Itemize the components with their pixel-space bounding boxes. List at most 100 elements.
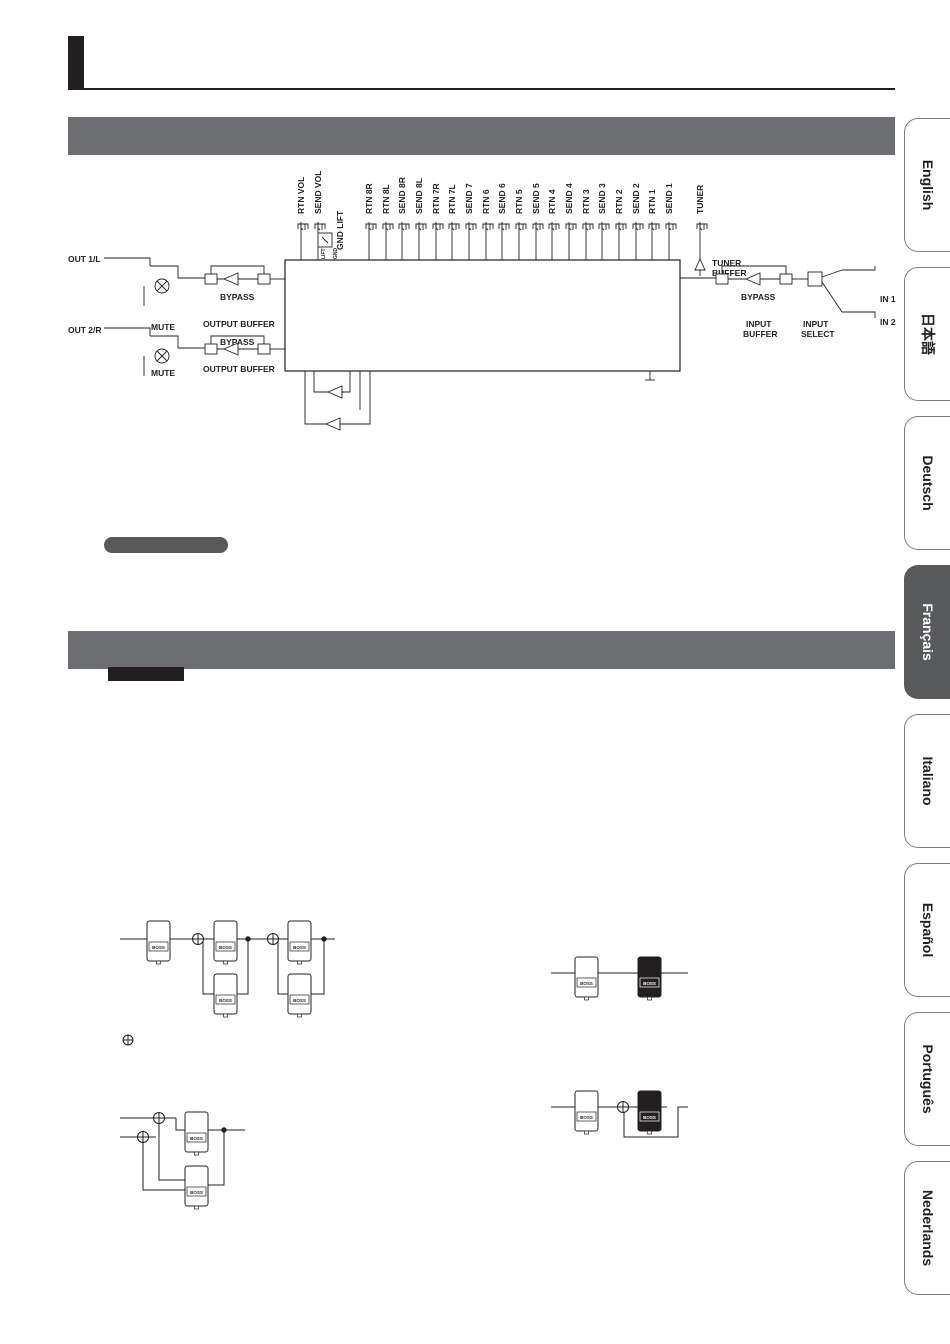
jack-label: SEND 2 — [631, 183, 641, 214]
jack-icon — [297, 223, 309, 231]
tab-italiano[interactable]: Italiano — [904, 714, 950, 848]
jack-label: RTN 5 — [514, 189, 524, 214]
in1-label: IN 1 — [880, 294, 896, 304]
jack-label: TUNER — [695, 185, 705, 214]
lift-label: LIFT — [321, 248, 327, 259]
gnd-label: GND — [333, 248, 339, 260]
jack-label: RTN 8L — [381, 184, 391, 214]
jack-label: SEND 8R — [397, 177, 407, 214]
tab-deutsch[interactable]: Deutsch — [904, 416, 950, 550]
input-select-switch — [807, 271, 823, 287]
jack-label: RTN 1 — [647, 189, 657, 214]
jack-label: SEND 7 — [464, 183, 474, 214]
pedal-brand-label: BOSS — [190, 1190, 203, 1195]
jack-icon — [548, 223, 560, 231]
jack-icon — [696, 223, 708, 231]
effect-pedal: BOSS — [213, 973, 238, 1018]
effect-pedal-active: BOSS — [637, 1090, 662, 1135]
effect-pedal: BOSS — [213, 920, 238, 965]
jack-icon — [632, 223, 644, 231]
effect-pedal: BOSS — [287, 973, 312, 1018]
tuner-buffer-label-2: BUFFER — [712, 268, 746, 278]
mute-2-label: MUTE — [151, 368, 175, 378]
output-buffer-1-label: OUTPUT BUFFER — [203, 319, 275, 329]
jack-label: SEND 3 — [597, 183, 607, 214]
jack-icon — [532, 223, 544, 231]
jack-icon — [598, 223, 610, 231]
jack-label: RTN 3 — [581, 189, 591, 214]
effect-pedal: BOSS — [574, 956, 599, 1001]
tab-nederlands-label: Nederlands — [919, 1189, 936, 1267]
tuner-buffer-triangle — [694, 257, 706, 271]
tab-japanese[interactable]: 日本語 — [904, 267, 950, 401]
tab-english[interactable]: English — [904, 118, 950, 252]
jack-label: SEND VOL — [313, 171, 323, 214]
input-select-label-1: INPUT — [803, 319, 829, 329]
effect-pedal: BOSS — [287, 920, 312, 965]
pedal-brand-label: BOSS — [152, 945, 165, 950]
out2-label: OUT 2/R — [68, 325, 102, 335]
pedal-brand-label: BOSS — [190, 1136, 203, 1141]
chapter-rule — [68, 88, 895, 90]
main-processor-box — [284, 259, 681, 372]
tab-japanese-label: 日本語 — [919, 313, 936, 355]
input-buffer-label-2: BUFFER — [743, 329, 777, 339]
pedal-brand-label: BOSS — [293, 945, 306, 950]
jack-icon — [615, 223, 627, 231]
note-tag — [108, 667, 184, 681]
jack-icon — [515, 223, 527, 231]
effect-pedal: BOSS — [146, 920, 171, 965]
jack-icon — [648, 223, 660, 231]
jack-label: RTN 4 — [547, 189, 557, 214]
jack-icon — [565, 223, 577, 231]
pedal-brand-label: BOSS — [580, 1115, 593, 1120]
jack-icon — [582, 223, 594, 231]
jack-icon — [365, 223, 377, 231]
jack-icon — [398, 223, 410, 231]
jack-icon — [432, 223, 444, 231]
jack-icon — [498, 223, 510, 231]
jack-icon — [382, 223, 394, 231]
tab-francais[interactable]: Français — [904, 565, 950, 699]
tab-english-label: English — [919, 159, 936, 211]
jack-icon — [448, 223, 460, 231]
memo-pill — [104, 537, 228, 553]
bypass-label-out1: BYPASS — [220, 292, 255, 302]
pedal-brand-label: BOSS — [580, 981, 593, 986]
tuner-buffer-label-1: TUNER — [712, 258, 741, 268]
tab-espanol[interactable]: Español — [904, 863, 950, 997]
jack-label: SEND 1 — [664, 183, 674, 214]
input-buffer-label-1: INPUT — [746, 319, 772, 329]
tab-portugues[interactable]: Português — [904, 1012, 950, 1146]
jack-label: RTN 2 — [614, 189, 624, 214]
tab-nederlands[interactable]: Nederlands — [904, 1161, 950, 1295]
feedback-buffer-1-triangle — [326, 385, 343, 399]
jack-label: RTN 6 — [481, 189, 491, 214]
jack-label: SEND 6 — [497, 183, 507, 214]
chapter-mark — [68, 36, 84, 90]
effect-pedal: BOSS — [184, 1165, 209, 1210]
pedal-brand-label: BOSS — [293, 998, 306, 1003]
section-bar-connection-examples — [68, 631, 895, 669]
pedal-brand-label: BOSS — [219, 945, 232, 950]
jack-label: SEND 4 — [564, 183, 574, 214]
pedal-brand-label: BOSS — [219, 998, 232, 1003]
pedal-brand-label: BOSS — [643, 1115, 656, 1120]
jack-label: RTN 7R — [431, 183, 441, 214]
input-select-label-2: SELECT — [801, 329, 835, 339]
tab-espanol-label: Español — [919, 902, 936, 958]
bypass-label-in: BYPASS — [741, 292, 776, 302]
jack-icon — [482, 223, 494, 231]
pedal-brand-label: BOSS — [643, 981, 656, 986]
section-bar-block-diagram — [68, 117, 895, 155]
tab-italiano-label: Italiano — [919, 756, 936, 806]
jack-label: RTN 7L — [447, 184, 457, 214]
gnd-lift-label: GND LIFT — [335, 210, 345, 250]
bypass-label-out2: BYPASS — [220, 337, 255, 347]
jack-icon — [665, 223, 677, 231]
gnd-lift-switch — [317, 232, 333, 248]
tab-deutsch-label: Deutsch — [919, 455, 936, 511]
effect-pedal-active: BOSS — [637, 956, 662, 1001]
out1-label: OUT 1/L — [68, 254, 101, 264]
